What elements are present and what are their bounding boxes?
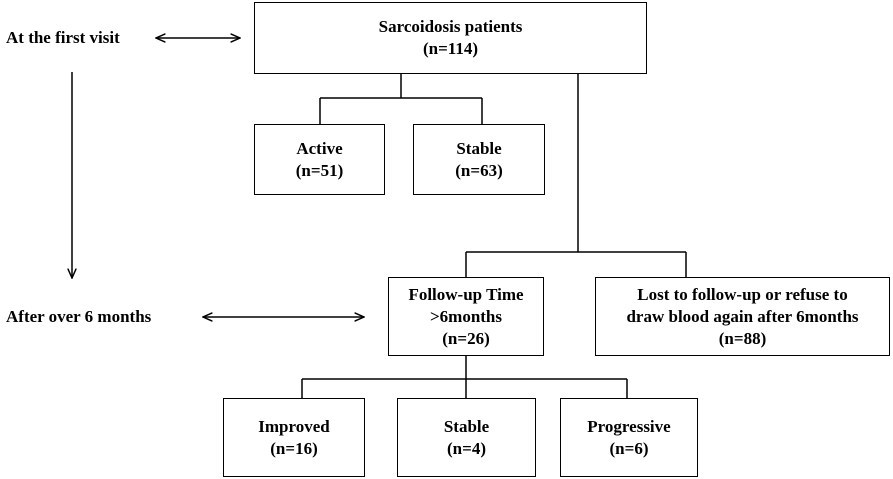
box-count: (n=26) (442, 328, 490, 348)
box-title: Stable (456, 138, 502, 158)
box-count: (n=51) (295, 160, 344, 180)
followup-box: Follow-up Time >6months (n=26) (388, 277, 544, 356)
box-count: (n=88) (718, 328, 767, 348)
box-count: (n=4) (447, 438, 486, 458)
box-count: (n=63) (455, 160, 503, 180)
lost-to-followup-box: Lost to follow-up or refuse to draw bloo… (595, 277, 890, 356)
box-subtitle: >6months (429, 306, 503, 326)
box-title: Improved (258, 416, 330, 436)
box-title: Active (296, 138, 343, 158)
box-count: (n=114) (422, 39, 479, 58)
after-6-months-label: After over 6 months (6, 307, 152, 326)
box-title: Sarcoidosis patients (378, 17, 523, 36)
box-title: Follow-up Time (408, 284, 524, 304)
box-title: Progressive (587, 416, 671, 436)
box-title: Stable (443, 416, 490, 436)
improved-box: Improved (n=16) (223, 398, 365, 477)
box-subtitle: draw blood again after 6months (626, 306, 859, 326)
sarcoidosis-patients-box: Sarcoidosis patients (n=114) (254, 2, 647, 74)
box-count: (n=16) (270, 438, 318, 458)
progressive-box: Progressive (n=6) (560, 398, 698, 477)
stable-initial-box: Stable (n=63) (413, 124, 545, 195)
box-count: (n=6) (609, 438, 649, 458)
box-title: Lost to follow-up or refuse to (637, 284, 848, 304)
first-visit-label: At the first visit (6, 28, 120, 47)
active-box: Active (n=51) (254, 124, 385, 195)
stable-followup-box: Stable (n=4) (397, 398, 536, 477)
